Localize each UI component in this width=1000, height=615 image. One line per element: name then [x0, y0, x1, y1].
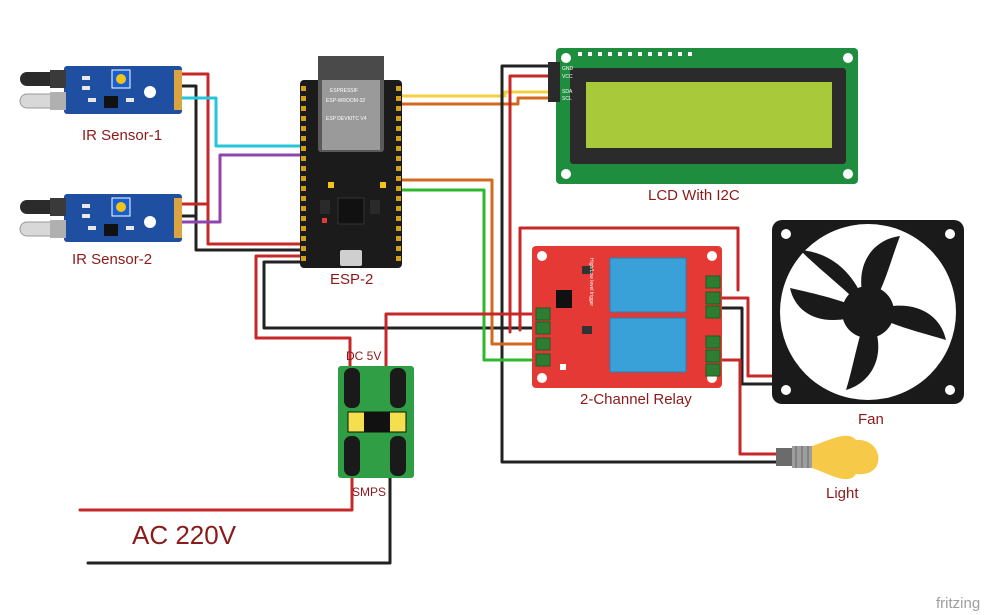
- lcd-pin-sda: SDA: [562, 89, 573, 95]
- mount-hole: [144, 216, 156, 228]
- lcd-i2c: GND VCC SDA SCL LCD With I2C: [548, 48, 858, 204]
- smps-capacitor: [344, 436, 360, 476]
- smps-module: DC 5V SMPS: [338, 349, 414, 499]
- relay-label: 2-Channel Relay: [580, 391, 692, 408]
- wire-ir1-vcc: [180, 72, 302, 246]
- ir-sensor-2-label: IR Sensor-2: [72, 251, 152, 268]
- wire-relay-vcc: [384, 312, 536, 380]
- esp-brand: ESPRESSIF: [330, 88, 358, 94]
- lcd-screen: [586, 82, 832, 148]
- wire-esp-gnd: [262, 260, 516, 330]
- wire-esp-5v: [254, 254, 352, 380]
- esp32-board: ESPRESSIF ESP-WROOM-32 ESP DEVKITC V4 ES…: [300, 56, 402, 288]
- fan-label: Fan: [858, 411, 884, 428]
- ic-chip: [104, 96, 118, 108]
- relay-cube-1: [609, 257, 687, 313]
- ic-chip: [104, 224, 118, 236]
- usb-port-icon: [340, 250, 362, 266]
- ir-sensor-1: IR Sensor-1: [19, 66, 182, 144]
- wire-ac-live: [78, 476, 354, 512]
- relay-input-terminals: [535, 307, 551, 367]
- smps-dc-label: DC 5V: [346, 349, 381, 363]
- lcd-i2c-header: [548, 62, 560, 102]
- lcd-pin-vcc: VCC: [562, 74, 573, 80]
- esp-pins-right: [396, 86, 401, 261]
- relay-output-terminals: [705, 275, 721, 377]
- esp-chip: [337, 197, 365, 225]
- bulb-glass-icon: [812, 435, 879, 480]
- wire-relay-in2: [400, 188, 536, 362]
- relay-cube-2: [609, 317, 687, 373]
- smps-capacitor: [390, 436, 406, 476]
- wire-fan-red: [718, 296, 778, 378]
- wire-fan-black: [718, 306, 778, 386]
- ac-label: AC 220V: [132, 520, 237, 550]
- wire-lcd-vcc: [508, 74, 558, 334]
- lcd-pin-scl: SCL: [562, 96, 572, 102]
- esp-model: ESP-WROOM-32: [326, 98, 365, 104]
- mount-hole: [144, 86, 156, 98]
- wire-relay-com-top: [518, 226, 740, 332]
- lcd-label: LCD With I2C: [648, 187, 740, 204]
- wire-relay-in1: [400, 178, 536, 346]
- wire-ac-neutral: [86, 476, 392, 565]
- relay-2ch: High/Low level trigger 2-Channel Relay: [532, 246, 722, 408]
- fan-blades-icon: [790, 236, 946, 390]
- ir-header-pins: [174, 198, 182, 238]
- fan: Fan: [772, 220, 964, 428]
- wire-ir2-out: [180, 153, 305, 224]
- light-label: Light: [826, 485, 859, 502]
- ir-header-pins: [174, 70, 182, 110]
- wire-lcd-scl: [400, 96, 558, 106]
- ir-led-dark: [20, 72, 58, 86]
- fritzing-watermark: fritzing: [936, 595, 980, 612]
- wire-lcd-sda: [400, 90, 558, 98]
- smps-capacitor: [390, 368, 406, 408]
- wire-light-red: [718, 358, 778, 456]
- esp-board-name: ESP DEVKITC V4: [326, 116, 367, 122]
- lcd-pin-gnd: GND: [562, 66, 574, 72]
- wire-ir1-out: [180, 96, 305, 148]
- wire-ir1-gnd: [180, 84, 302, 252]
- smps-label: SMPS: [352, 485, 386, 499]
- esp-shield: [322, 80, 380, 150]
- bulb-base: [776, 448, 792, 466]
- relay-trigger-text: High/Low level trigger: [588, 258, 594, 306]
- ir-sensor-1-label: IR Sensor-1: [82, 127, 162, 144]
- wire-lcd-gnd: [500, 64, 778, 464]
- wires: [78, 64, 778, 565]
- lcd-top-pins: [578, 52, 692, 56]
- smps-capacitor: [344, 368, 360, 408]
- ir-led-dark: [20, 200, 58, 214]
- light-bulb: Light: [776, 435, 879, 502]
- ir-sensor-2: IR Sensor-2: [19, 194, 182, 268]
- esp-pins-left: [301, 86, 306, 261]
- esp-label: ESP-2: [330, 271, 373, 288]
